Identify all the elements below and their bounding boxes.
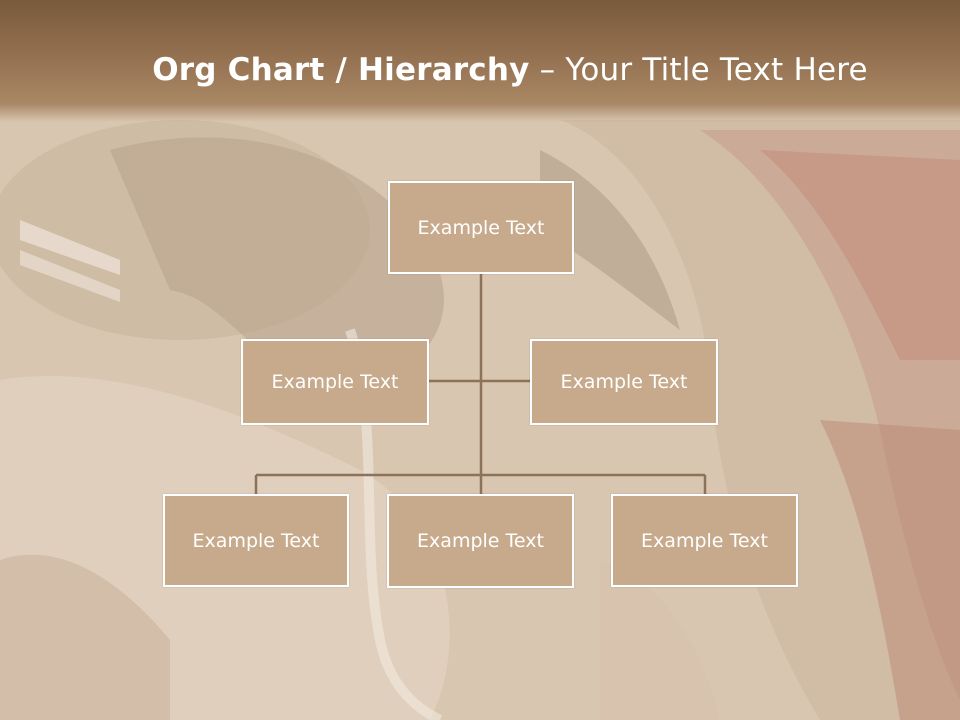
title-band bbox=[0, 0, 960, 122]
org-node-child-middle-label: Example Text bbox=[417, 530, 544, 552]
slide-title: Org Chart / Hierarchy – Your Title Text … bbox=[0, 52, 960, 88]
org-node-child-middle[interactable]: Example Text bbox=[387, 494, 574, 588]
org-node-assistant-right-label: Example Text bbox=[560, 371, 688, 393]
org-node-root-label: Example Text bbox=[417, 216, 545, 239]
org-node-root[interactable]: Example Text bbox=[388, 181, 574, 274]
org-node-child-left[interactable]: Example Text bbox=[163, 494, 349, 587]
org-node-child-right-label: Example Text bbox=[641, 529, 768, 552]
org-node-assistant-left[interactable]: Example Text bbox=[241, 339, 429, 425]
title-bold-part: Org Chart / Hierarchy bbox=[152, 52, 530, 88]
title-separator: – bbox=[529, 52, 566, 88]
org-node-assistant-right[interactable]: Example Text bbox=[530, 339, 718, 425]
org-node-assistant-left-label: Example Text bbox=[271, 371, 399, 393]
title-subtitle-part: Your Title Text Here bbox=[565, 52, 868, 88]
org-node-child-right[interactable]: Example Text bbox=[611, 494, 798, 587]
org-node-child-left-label: Example Text bbox=[192, 529, 320, 552]
